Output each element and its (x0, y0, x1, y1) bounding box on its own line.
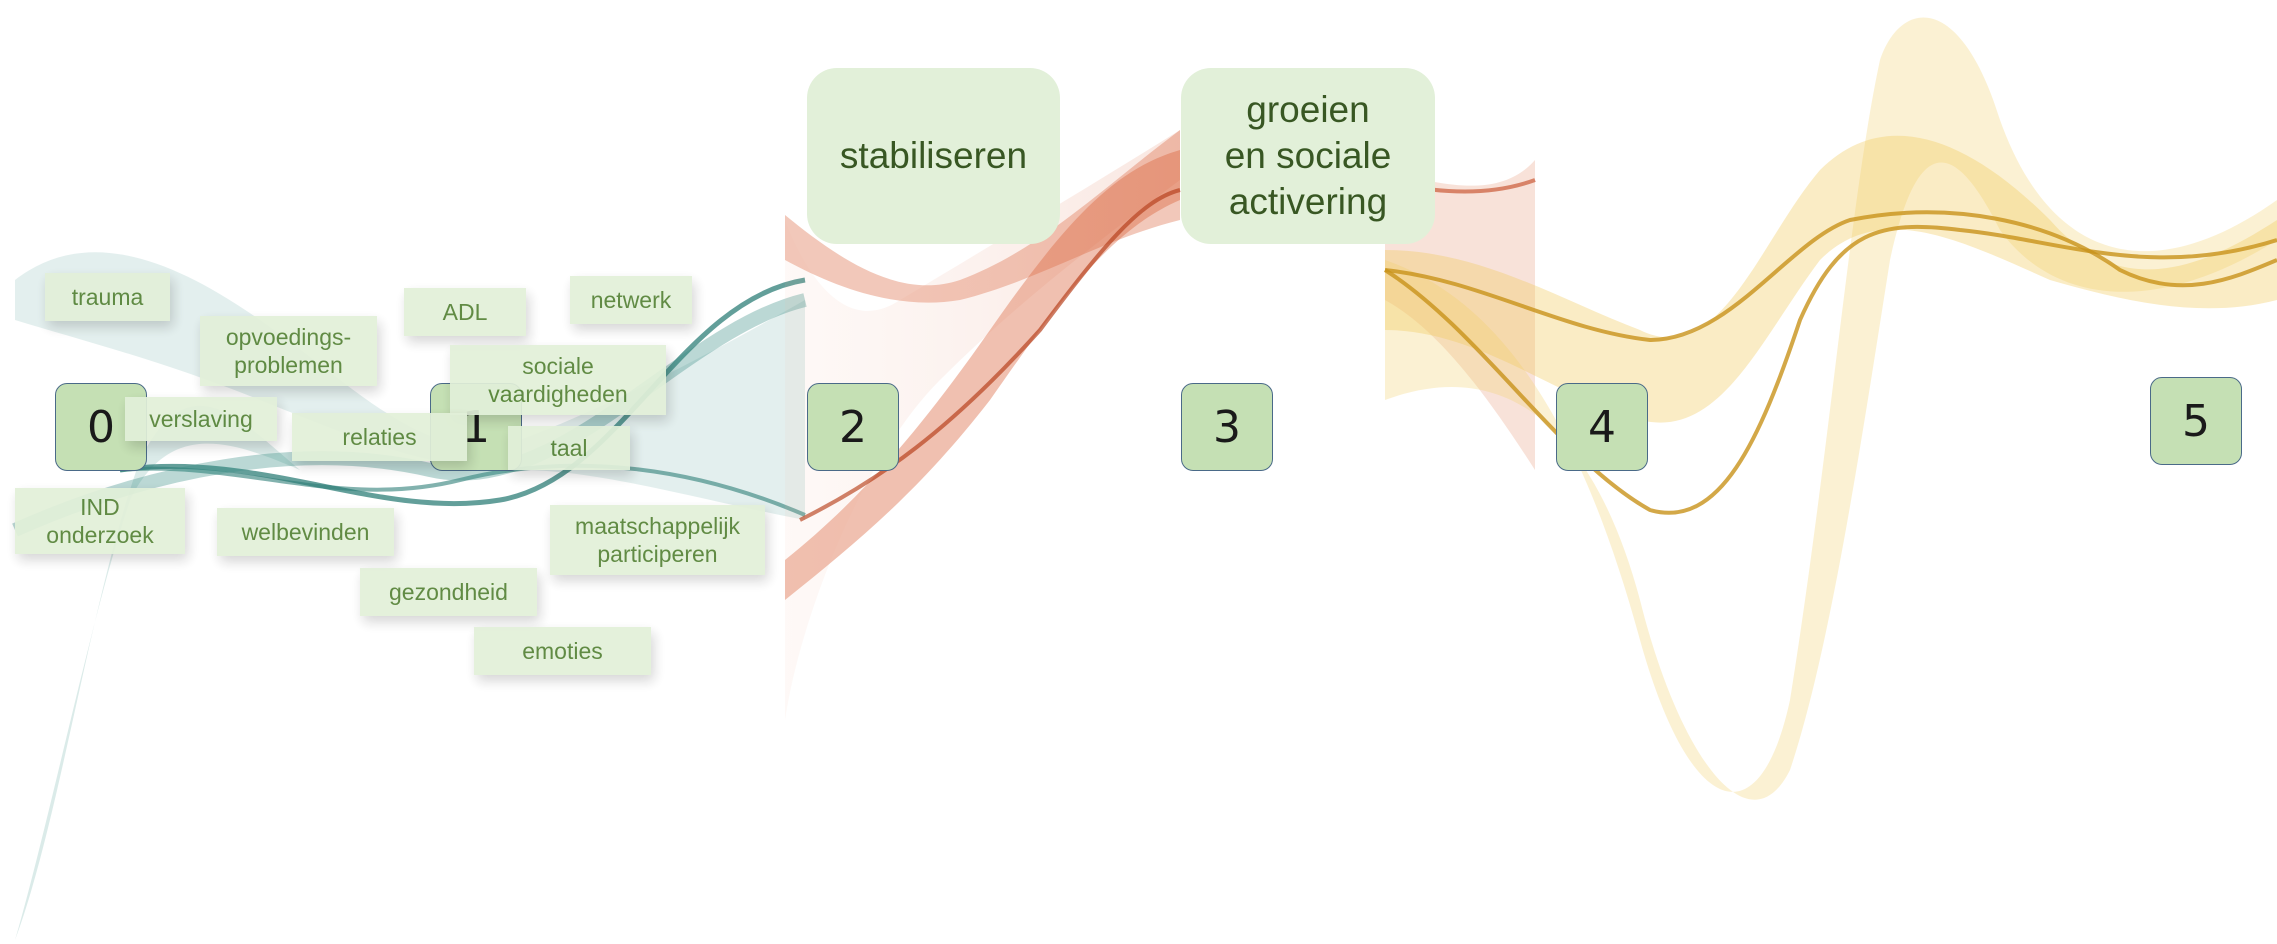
tag-emoties: emoties (474, 627, 651, 675)
tag-adl: ADL (404, 288, 526, 336)
milestone-node-0: 0 (55, 383, 147, 471)
gold-wave-strand-2 (1383, 224, 2277, 515)
tag-sociale-vaardigheden: sociale vaardigheden (450, 345, 666, 415)
red-wave-band-bottom (785, 150, 1180, 600)
teal-wave-strand-1 (119, 277, 806, 507)
milestone-node-2: 2 (807, 383, 899, 471)
milestone-node-4: 4 (1556, 383, 1648, 471)
milestone-node-3: 3 (1181, 383, 1273, 471)
gold-wave-strand-1 (1384, 210, 2277, 343)
tag-maatschappelijk-participeren: maatschappelijk participeren (550, 505, 765, 575)
phase-stabiliseren: stabiliseren (807, 68, 1060, 244)
tag-ind-onderzoek: IND onderzoek (15, 488, 185, 554)
tag-trauma: trauma (45, 273, 170, 321)
gold-wave-band-2 (1385, 135, 2277, 423)
tag-taal: taal (508, 426, 630, 470)
tag-relaties: relaties (292, 413, 467, 461)
tag-verslaving: verslaving (125, 397, 277, 441)
milestone-node-5: 5 (2150, 377, 2242, 465)
gold-wave (1383, 17, 2277, 800)
teal-wave-strand-2 (119, 463, 806, 517)
tag-gezondheid: gezondheid (360, 568, 537, 616)
gold-wave-big-band (1385, 17, 2277, 800)
tag-opvoedingsproblemen: opvoedings- problemen (200, 316, 377, 386)
tag-netwerk: netwerk (570, 276, 692, 324)
teal-wave-strand-3 (12, 293, 807, 537)
tag-welbevinden: welbevinden (217, 508, 394, 556)
phase-groeien: groeien en sociale activering (1181, 68, 1435, 244)
